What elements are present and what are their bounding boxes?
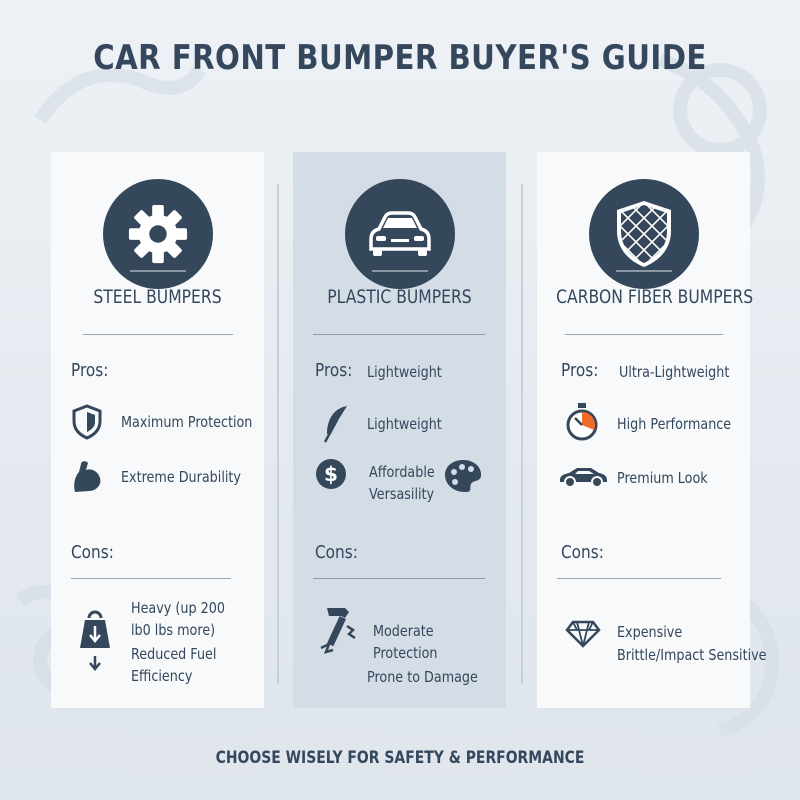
palette-icon — [445, 460, 482, 492]
pro-item: Lightweight — [367, 415, 442, 433]
section-rule — [565, 334, 723, 335]
cons-label: Cons: — [561, 542, 604, 563]
title-rule — [371, 270, 428, 272]
feather-icon — [323, 406, 347, 443]
column-divider — [521, 184, 523, 684]
card-title: CARBON FIBER BUMPERS — [556, 286, 754, 308]
cons-label: Cons: — [71, 542, 114, 563]
con-item-line: Brittle/Impact Sensitive — [617, 646, 767, 664]
shield-icon — [72, 404, 102, 440]
gear-icon — [102, 179, 213, 289]
diamond-icon — [565, 620, 601, 648]
pros-label: Pros: — [71, 360, 109, 381]
pros-label: Pros: — [315, 360, 353, 381]
sports-car-icon — [560, 468, 607, 488]
con-item-line: Heavy (up 200 — [131, 599, 225, 617]
card-title: PLASTIC BUMPERS — [327, 286, 472, 308]
con-item-line: Protection — [373, 644, 438, 662]
steel-bumpers-card: STEEL BUMPERS Pros: Maximum Protection E… — [51, 152, 264, 708]
cons-label: Cons: — [315, 542, 358, 563]
title-rule — [129, 270, 186, 272]
footer-tagline: CHOOSE WISELY FOR SAFETY & PERFORMANCE — [215, 748, 585, 768]
column-divider — [277, 184, 279, 684]
page-title: CAR FRONT BUMPER BUYER'S GUIDE — [93, 38, 707, 78]
card-title: STEEL BUMPERS — [93, 286, 222, 308]
con-item-line: Expensive — [617, 623, 683, 641]
section-rule — [313, 334, 485, 335]
dollar-icon: $ — [316, 459, 346, 489]
pro-item: High Performance — [617, 415, 732, 433]
con-item-line: Prone to Damage — [367, 668, 478, 686]
broken-hammer-icon — [320, 608, 356, 654]
flexed-arm-icon — [74, 461, 101, 492]
plastic-bumpers-card: PLASTIC BUMPERS Pros: Lightweight Lightw… — [293, 152, 506, 708]
section-rule — [83, 334, 233, 335]
section-rule — [71, 578, 231, 579]
con-item-line: Efficiency — [131, 667, 193, 685]
carbon-weave-shield-icon — [588, 179, 699, 289]
pro-item-line: Versasility — [369, 485, 435, 503]
section-rule — [557, 578, 721, 579]
svg-text:$: $ — [324, 462, 338, 486]
carbon-fiber-bumpers-card: CARBON FIBER BUMPERS Pros: Ultra-Lightwe… — [537, 152, 767, 708]
stopwatch-icon — [566, 403, 598, 441]
section-rule — [313, 578, 485, 579]
car-front-icon — [344, 179, 455, 289]
pros-label: Pros: — [561, 360, 599, 381]
weight-down-icon — [80, 610, 110, 671]
pro-item: Extreme Durability — [121, 468, 241, 486]
pro-item-line: Affordable — [369, 463, 435, 481]
con-item-line: Moderate — [373, 622, 434, 640]
con-item-line: Reduced Fuel — [131, 645, 217, 663]
title-rule — [615, 270, 672, 272]
pro-item: Premium Look — [617, 469, 708, 487]
pro-item: Lightweight — [367, 363, 442, 381]
pro-item: Ultra-Lightweight — [619, 363, 730, 381]
pro-item: Maximum Protection — [121, 413, 253, 431]
con-item-line: lb0 lbs more) — [131, 621, 216, 639]
